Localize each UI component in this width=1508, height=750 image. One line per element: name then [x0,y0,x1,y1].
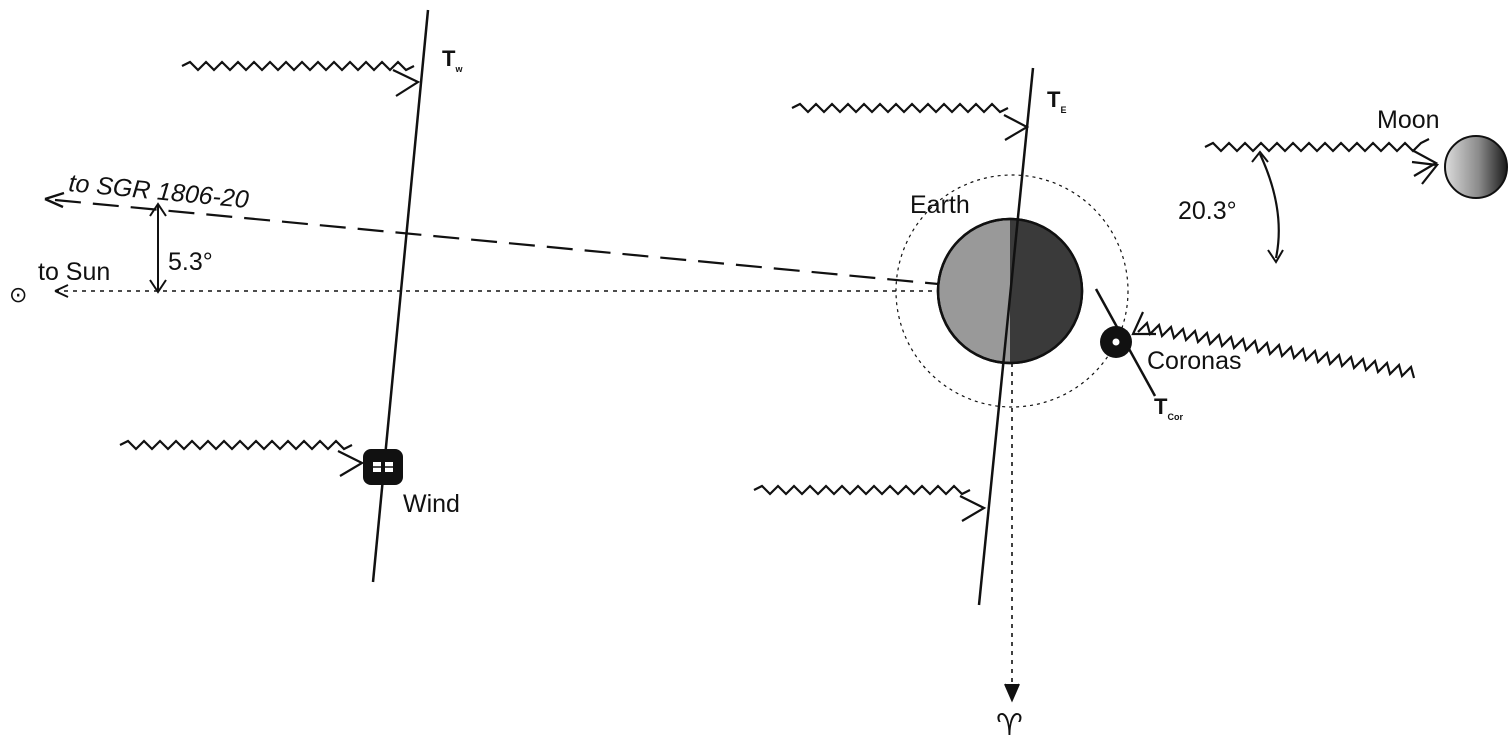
sun-symbol-icon: ⊙ [9,282,27,307]
sgr-direction-arrowhead [44,191,65,209]
t-coronas-label: TCor [1154,394,1183,422]
earth-label: Earth [910,191,970,219]
wind-label: Wind [403,490,460,518]
wind-spacecraft-icon [363,449,403,485]
sun-direction-arrowhead [54,284,69,298]
moon-angle-label: 20.3° [1178,197,1237,225]
to-sun-label: to Sun [38,258,110,286]
earth-timing-plane [977,67,1035,606]
aries-direction-arrowhead [1004,683,1020,703]
t-earth-label: TE [1047,87,1066,115]
aries-symbol-icon: ♈ [996,709,1023,742]
t-wind-label: Tw [442,46,463,74]
coronas-spacecraft-icon [1100,326,1132,358]
moon-disc [1444,135,1508,199]
spacecraft-orbit-circle [895,174,1129,408]
sgr-direction-line [54,198,1013,293]
coronas-label: Coronas [1147,347,1242,375]
moon-angle-arc [1251,150,1284,264]
sgr-angle-label: 5.3° [168,248,213,276]
sgr-angle-marker [149,202,167,294]
wind-timing-plane [371,9,430,583]
moon-label: Moon [1377,106,1440,134]
wavefront-arrows [119,60,1440,522]
